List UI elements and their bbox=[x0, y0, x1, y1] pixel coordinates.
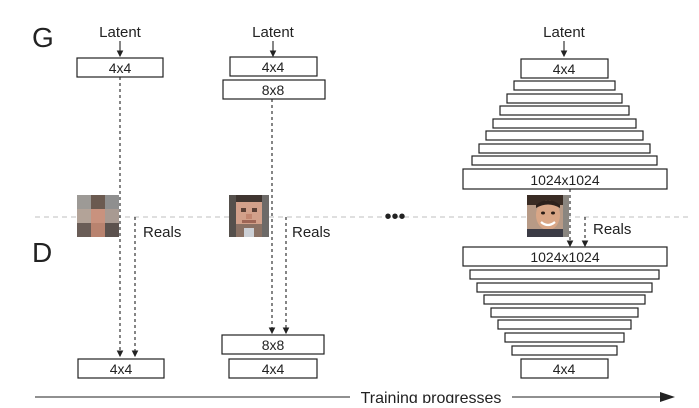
d-block-label: 4x4 bbox=[262, 361, 285, 377]
g-block bbox=[513, 80, 616, 91]
latent-label: Latent bbox=[252, 24, 295, 41]
reals-label: Reals bbox=[292, 224, 330, 241]
d-block bbox=[504, 332, 625, 343]
discriminator-label: D bbox=[32, 237, 52, 268]
g-block: 1024x1024 bbox=[462, 168, 668, 190]
g-block-label: 4x4 bbox=[262, 59, 285, 75]
pixelated-face-image bbox=[229, 195, 269, 237]
training-label: Training progresses bbox=[361, 390, 502, 403]
g-block bbox=[499, 105, 630, 116]
g-block: 4x4 bbox=[520, 58, 609, 79]
g-block: 8x8 bbox=[222, 79, 326, 100]
d-block bbox=[490, 307, 639, 318]
d-block bbox=[476, 282, 653, 293]
stage-2: Latent 4x4 8x8 Reals 8x8 bbox=[221, 24, 330, 379]
ellipsis: ••• bbox=[384, 206, 405, 228]
d-block bbox=[497, 319, 632, 330]
face-photo bbox=[527, 195, 569, 237]
d-block bbox=[469, 269, 660, 280]
d-block-label: 4x4 bbox=[553, 361, 576, 377]
g-block bbox=[471, 155, 658, 166]
pixelated-face-image bbox=[77, 195, 119, 237]
g-block-label: 4x4 bbox=[553, 61, 576, 77]
d-block: 4x4 bbox=[77, 358, 165, 379]
g-block: 4x4 bbox=[229, 56, 318, 77]
g-block bbox=[478, 143, 651, 154]
g-block-label: 4x4 bbox=[109, 60, 132, 76]
training-progress-arrow: Training progresses bbox=[35, 390, 675, 407]
g-block bbox=[492, 118, 637, 129]
d-block: 8x8 bbox=[221, 334, 325, 355]
d-block-label: 1024x1024 bbox=[530, 249, 600, 265]
latent-label: Latent bbox=[543, 24, 586, 41]
d-block-label: 8x8 bbox=[262, 337, 285, 353]
reals-label: Reals bbox=[143, 224, 181, 241]
d-block: 4x4 bbox=[228, 358, 318, 379]
d-block: 4x4 bbox=[520, 358, 609, 379]
generator-label: G bbox=[32, 22, 54, 53]
g-block-label: 1024x1024 bbox=[530, 172, 600, 188]
g-block: 4x4 bbox=[76, 57, 164, 78]
d-block-label: 4x4 bbox=[110, 361, 133, 377]
d-block bbox=[511, 345, 618, 356]
stage-3: Latent 4x4 1024x1024 bbox=[462, 24, 668, 379]
reals-label: Reals bbox=[593, 221, 631, 238]
stage-1: Latent 4x4 Reals 4x4 bbox=[76, 24, 181, 379]
d-block: 1024x1024 bbox=[462, 246, 668, 267]
latent-label: Latent bbox=[99, 24, 142, 41]
g-block bbox=[506, 93, 623, 104]
g-block bbox=[485, 130, 644, 141]
d-block bbox=[483, 294, 646, 305]
g-block-label: 8x8 bbox=[262, 82, 285, 98]
